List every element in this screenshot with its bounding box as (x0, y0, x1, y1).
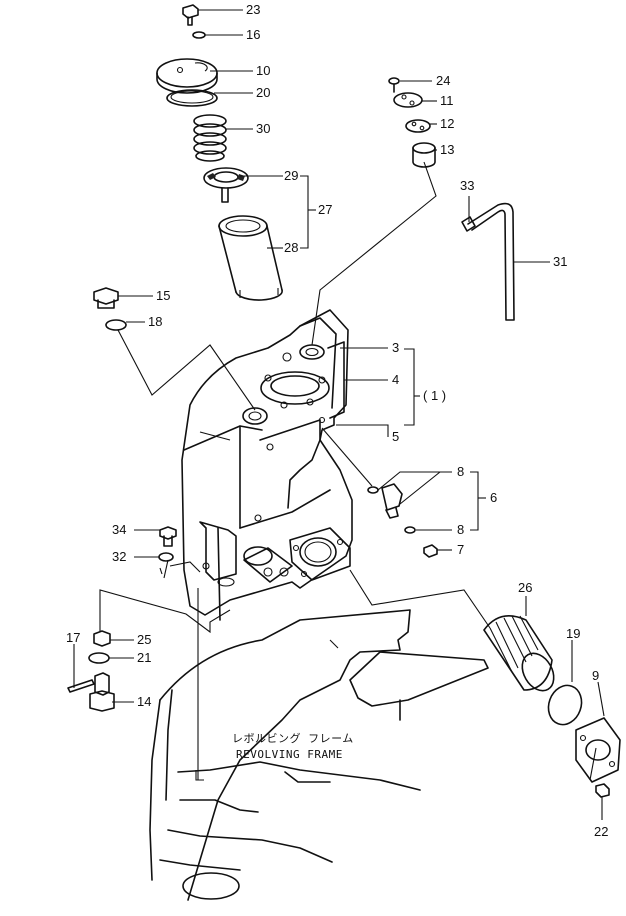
label-33: 33 (460, 178, 474, 193)
label-24: 24 (436, 73, 450, 88)
oring-19 (547, 684, 583, 726)
oring-18 (105, 319, 127, 331)
label-23: 23 (246, 2, 260, 17)
washer-8a (367, 486, 379, 494)
frame-label-japanese: レボルビング フレーム (232, 731, 354, 745)
valve-29 (203, 167, 249, 203)
label-17: 17 (66, 630, 80, 645)
label-6: 6 (490, 490, 497, 505)
cap-10 (156, 58, 218, 94)
bolt-22 (595, 783, 610, 798)
label-18: 18 (148, 314, 162, 329)
plug-15 (93, 287, 119, 309)
bolt-34 (159, 526, 177, 547)
label-10: 10 (256, 63, 270, 78)
label-22: 22 (594, 824, 608, 839)
clamp-6 (381, 483, 403, 519)
bolt-7 (423, 544, 438, 558)
label-12: 12 (440, 116, 454, 131)
washer-8b (404, 526, 416, 534)
label-16: 16 (246, 27, 260, 42)
screw-24 (388, 77, 400, 93)
nut-25 (93, 630, 111, 647)
leader-lines (73, 9, 605, 820)
label-19: 19 (566, 626, 580, 641)
label-29: 29 (284, 168, 298, 183)
label-1: ( 1 ) (423, 388, 446, 403)
label-30: 30 (256, 121, 270, 136)
filter-element-26 (483, 614, 555, 692)
oring-21 (88, 652, 110, 664)
label-4: 4 (392, 372, 399, 387)
frame-label-english: REVOLVING FRAME (236, 748, 343, 761)
washer-16 (192, 31, 206, 39)
label-27: 27 (318, 202, 332, 217)
bolt-23 (182, 4, 199, 26)
breather-pipe-31 (461, 202, 515, 321)
label-28: 28 (284, 240, 298, 255)
label-13: 13 (440, 142, 454, 157)
spring-30 (193, 114, 227, 162)
part-labels: 23 16 10 20 30 29 27 28 24 11 12 13 33 3… (66, 2, 608, 839)
pin-17 (67, 679, 95, 693)
label-7: 7 (457, 542, 464, 557)
label-9: 9 (592, 668, 599, 683)
label-15: 15 (156, 288, 170, 303)
plate-12 (405, 119, 431, 133)
strainer-28 (218, 215, 283, 301)
drain-valve-14 (89, 672, 115, 712)
hydraulic-tank (181, 309, 353, 621)
cover-11 (393, 92, 423, 108)
label-20: 20 (256, 85, 270, 100)
label-3: 3 (392, 340, 399, 355)
bushing-13 (412, 142, 436, 168)
label-25: 25 (137, 632, 151, 647)
label-5: 5 (392, 429, 399, 444)
label-31: 31 (553, 254, 567, 269)
gasket-20 (166, 89, 218, 107)
label-8b: 8 (457, 522, 464, 537)
label-32: 32 (112, 549, 126, 564)
label-11: 11 (440, 93, 454, 108)
flange-9 (575, 717, 621, 783)
revolving-frame (149, 609, 489, 901)
label-34: 34 (112, 522, 126, 537)
label-26: 26 (518, 580, 532, 595)
label-8a: 8 (457, 464, 464, 479)
label-14: 14 (137, 694, 151, 709)
label-21: 21 (137, 650, 151, 665)
